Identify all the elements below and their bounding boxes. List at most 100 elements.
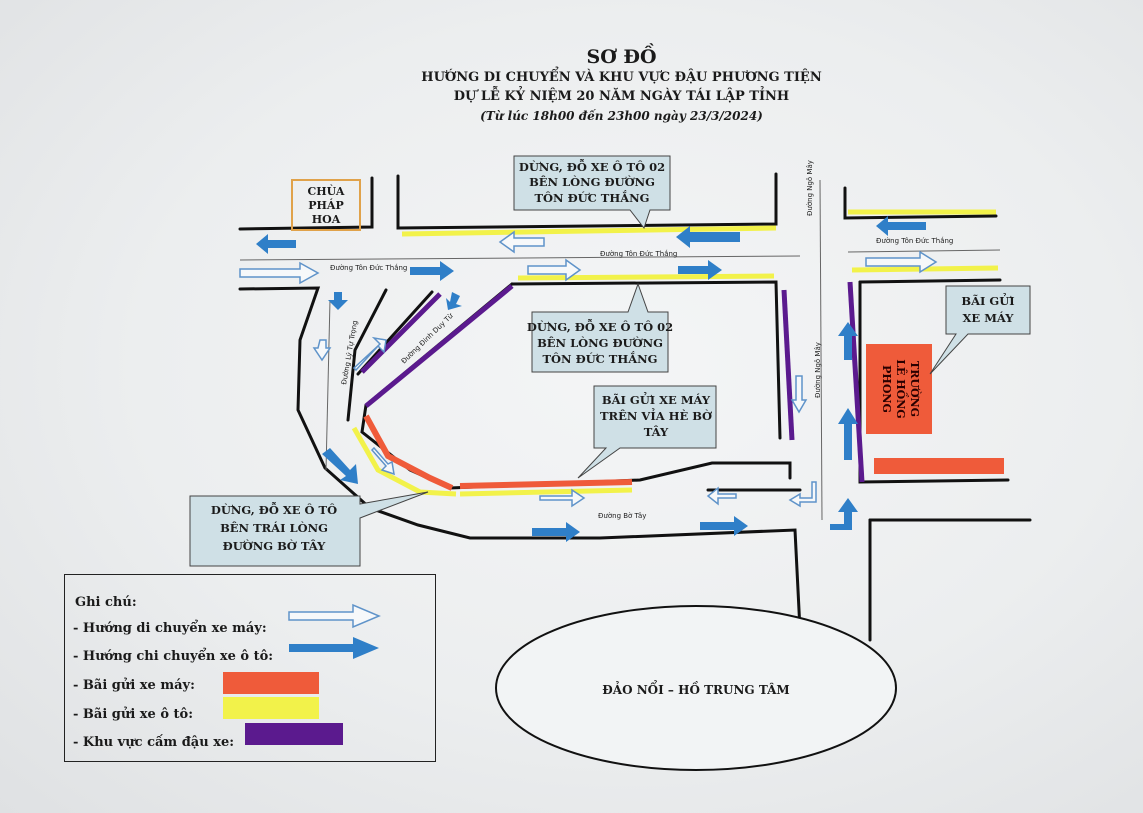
map-time-range: (Từ lúc 18h00 đến 23h00 ngày 23/3/2024) — [480, 109, 763, 123]
car-arrow-s-2 — [446, 292, 462, 310]
motor-arrow-s-1 — [312, 339, 332, 362]
school-label-line1: TRƯỜNG — [908, 361, 922, 417]
legend-swatch-no-parking — [245, 723, 343, 745]
motor-arrows — [239, 230, 938, 508]
road-label-ly-tu-trong: Đường Lý Tự Trọng — [340, 320, 359, 386]
map-subtitle-2: DỰ LỄ KỶ NIỆM 20 NĂM NGÀY TÁI LẬP TỈNH — [453, 89, 790, 104]
legend-title: Ghi chú: — [75, 595, 137, 610]
callout-middle: DỪNG, ĐỖ XE Ô TÔ 02 BÊN LÒNG ĐƯỜNG TÔN Đ… — [527, 282, 673, 373]
legend-label-car-direction: - Hướng chi chuyển xe ô tô: — [73, 649, 274, 664]
map-subtitle-1: HƯỚNG DI CHUYỂN VÀ KHU VỰC ĐẬU PHƯƠNG TI… — [421, 70, 822, 85]
car-arrow-n-1 — [838, 322, 858, 360]
callout-left-line3: ĐƯỜNG BỜ TÂY — [223, 539, 326, 553]
car-arrow-w-1 — [256, 234, 296, 254]
road-edge-block — [360, 282, 514, 490]
motor-arrow-s-2 — [790, 375, 808, 414]
legend-label-motor-direction: - Hướng di chuyển xe máy: — [73, 621, 267, 636]
car-arrow-e-1 — [410, 261, 454, 281]
callout-middle-line2: BÊN LÒNG ĐƯỜNG — [537, 336, 663, 350]
callout-motor-line1: BÃI GỬI XE MÁY — [602, 392, 711, 407]
legend-swatch-car-parking — [223, 697, 319, 719]
callout-left: DỪNG, ĐỖ XE Ô TÔ BÊN TRÁI LÒNG ĐƯỜNG BỜ … — [189, 491, 429, 567]
no-parking-ngo-may-east — [847, 281, 865, 483]
callout-top-line3: TÔN ĐỨC THẮNG — [534, 190, 649, 205]
car-parking-zones — [351, 209, 999, 497]
callout-top-line1: DỪNG, ĐỖ XE Ô TÔ 02 — [519, 158, 665, 174]
car-parking-bo-tay — [459, 487, 633, 497]
callout-right-line2: XE MÁY — [963, 311, 1015, 325]
central-lake-island — [495, 605, 897, 771]
car-arrow-s-1 — [328, 292, 348, 310]
motor-arrow-e-1 — [239, 261, 320, 285]
car-arrow-w-3 — [876, 216, 926, 236]
motor-parking-bo-tay-left — [363, 414, 454, 491]
car-arrow-e-2 — [678, 260, 722, 280]
motor-arrow-w-1 — [498, 230, 545, 254]
road-edge-top-north — [396, 172, 778, 230]
motor-arrow-uturn — [788, 481, 817, 508]
centerline-ton-duc-thang-right — [847, 249, 1001, 253]
motor-parking-zones — [363, 414, 633, 491]
road-label-ton-duc-thang-right: Đường Tôn Đức Thắng — [876, 236, 953, 245]
car-parking-bo-tay-left — [351, 426, 457, 497]
callout-motor-line3: TÂY — [644, 425, 669, 439]
callout-top-line2: BÊN LÒNG ĐƯỜNG — [529, 175, 655, 189]
road-label-ngo-may-mid: Đường Ngô Mây — [814, 342, 822, 398]
motor-arrow-w-2 — [706, 486, 737, 506]
motor-arrow-se-1 — [370, 446, 395, 476]
pagoda-label-line2: PHÁP — [308, 198, 343, 212]
callout-motor-parking: BÃI GỬI XE MÁY TRÊN VỈA HÈ BỜ TÂY — [577, 385, 717, 479]
legend-label-no-parking: - Khu vực cấm đậu xe: — [73, 735, 235, 750]
road-edge-ly-tu-trong — [346, 288, 388, 422]
centerline-ngo-may — [819, 179, 823, 521]
island-label: ĐẢO NỔI – HỒ TRUNG TÂM — [602, 679, 789, 697]
car-arrow-se — [322, 448, 358, 484]
callout-middle-line3: TÔN ĐỨC THẮNG — [542, 351, 657, 366]
car-parking-top-south — [517, 273, 775, 281]
legend-box: Ghi chú: - Hướng di chuyển xe máy: - Hướ… — [64, 574, 436, 762]
motor-arrow-e-3 — [865, 250, 938, 274]
road-edge-block-top — [510, 280, 782, 440]
no-parking-dinh-duy-tu-b — [364, 284, 514, 408]
legend-item-car-parking: - Bãi gửi xe ô tô: — [73, 707, 193, 722]
motor-parking-bo-tay — [459, 479, 633, 489]
car-arrow-w-2 — [676, 226, 740, 248]
callout-left-line2: BÊN TRÁI LÒNG — [220, 521, 328, 535]
legend-item-car-direction: - Hướng chi chuyển xe ô tô: — [73, 649, 273, 664]
car-arrow-e-4 — [700, 516, 748, 536]
motor-arrow-e-2 — [527, 258, 582, 282]
no-parking-dinh-duy-tu-a — [360, 292, 442, 374]
pagoda-label-line1: CHÙA — [308, 184, 345, 198]
school-label-line3: PHONG — [880, 365, 893, 413]
road-label-ton-duc-thang-mid: Đường Tôn Đức Thắng — [600, 249, 677, 258]
road-edge-top-left — [238, 176, 374, 231]
motor-arrow-ne-1 — [352, 336, 387, 372]
legend-label-motor-parking: - Bãi gửi xe máy: — [73, 678, 195, 693]
road-edge-school-top — [858, 278, 1002, 284]
legend-label-car-parking: - Bãi gửi xe ô tô: — [73, 707, 194, 722]
centerline-ly-tu-trong — [325, 299, 331, 471]
callout-left-line1: DỪNG, ĐỖ XE Ô TÔ — [211, 501, 337, 517]
road-edge-top-right — [843, 186, 998, 220]
no-parking-ngo-may-west — [781, 289, 795, 441]
motor-arrow-e-4 — [539, 488, 586, 508]
map-title: SƠ ĐỒ — [586, 46, 657, 68]
car-parking-top-north — [401, 225, 777, 237]
car-arrow-n-2 — [838, 408, 858, 460]
callout-top: DỪNG, ĐỖ XE Ô TÔ 02 BÊN LÒNG ĐƯỜNG TÔN Đ… — [513, 155, 671, 230]
road-centerlines — [239, 179, 1001, 521]
road-label-bo-tay: Đường Bờ Tây — [598, 512, 646, 520]
callout-middle-line1: DỪNG, ĐỖ XE Ô TÔ 02 — [527, 318, 673, 334]
no-parking-zones — [360, 281, 865, 483]
car-arrow-turn — [830, 498, 858, 530]
callout-motor-line2: TRÊN VỈA HÈ BỜ — [600, 408, 713, 423]
legend-swatch-motor-parking — [223, 672, 319, 694]
centerline-ton-duc-thang — [239, 255, 801, 261]
road-label-ton-duc-thang-left: Đường Tôn Đức Thắng — [330, 263, 407, 272]
school-label: TRƯỜNG LÊ HỒNG PHONG — [880, 359, 922, 418]
legend-item-motor-parking: - Bãi gửi xe máy: — [73, 678, 195, 693]
callout-right: BÃI GỬI XE MÁY — [929, 285, 1031, 375]
legend-outline-arrow-icon — [288, 603, 381, 629]
pagoda-label-line3: HOA — [312, 213, 341, 226]
car-arrow-e-3 — [532, 522, 580, 542]
